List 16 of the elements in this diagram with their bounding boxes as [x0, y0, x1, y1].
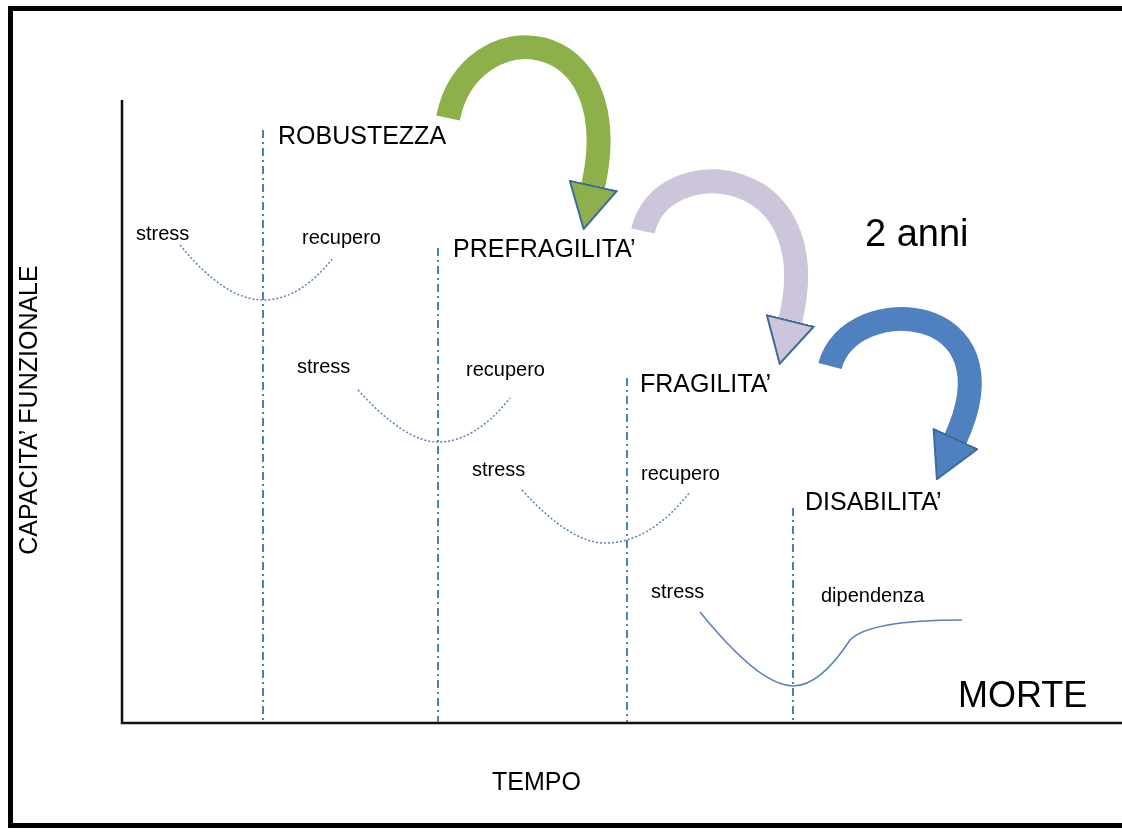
stage-label: ROBUSTEZZA	[278, 120, 447, 150]
axis-title: TEMPO	[492, 766, 581, 797]
axis-title: CAPACITA’ FUNZIONALE	[13, 265, 43, 555]
stage-label: FRAGILITA’	[640, 368, 772, 398]
stage-label: PREFRAGILITA’	[453, 233, 636, 263]
curve-label: stress	[297, 354, 351, 379]
curve-label: recupero	[302, 225, 381, 250]
curve-label: stress	[136, 221, 190, 246]
stage-label: DISABILITA’	[805, 486, 942, 516]
end-label: MORTE	[958, 673, 1088, 717]
curve-label: stress	[651, 579, 705, 604]
duration-label: 2 anni	[865, 211, 969, 256]
curve-label: recupero	[466, 357, 545, 382]
curve-label: recupero	[641, 461, 720, 486]
curve-label: dipendenza	[821, 583, 925, 608]
curve-label: stress	[472, 457, 526, 482]
